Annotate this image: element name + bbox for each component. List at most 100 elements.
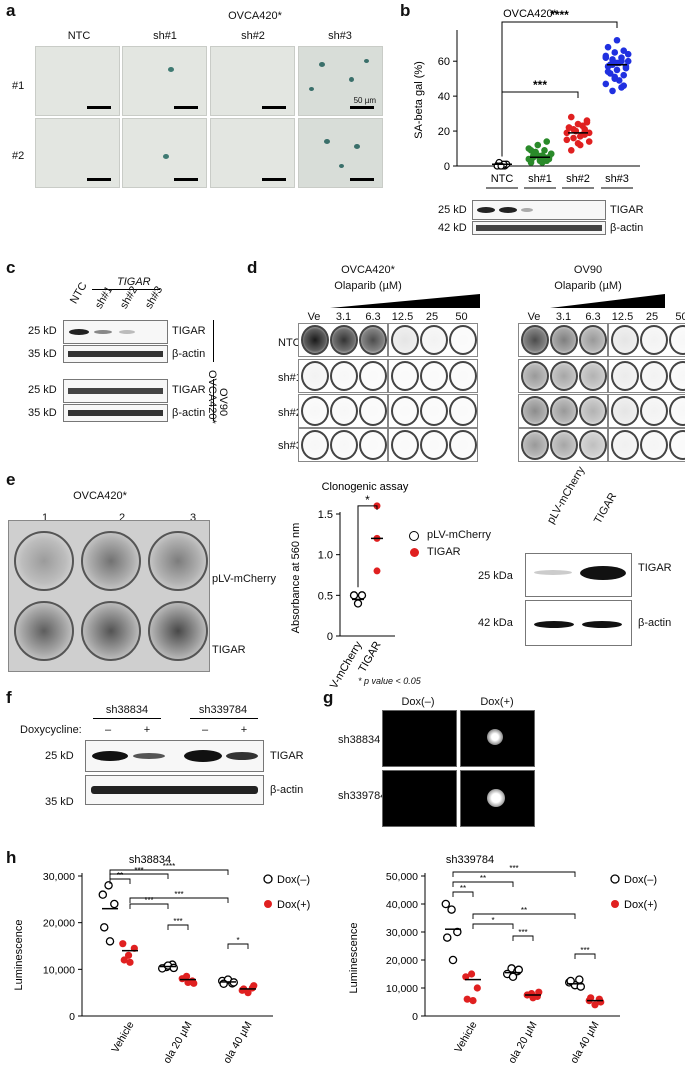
significance-bracket: [109, 873, 169, 879]
plate-row-tigar: TIGAR: [212, 644, 246, 656]
y-tick-label: 10,000: [43, 964, 75, 976]
panel-c-kd-4: 35 kD: [28, 407, 57, 419]
panel-e-protein-actin: β-actin: [638, 617, 672, 629]
panel-label-b: b: [400, 1, 411, 20]
data-point: [447, 905, 456, 914]
culture-well: [640, 396, 668, 426]
plate-col-1: 1: [41, 512, 49, 524]
blot-band: [184, 750, 222, 762]
legend-label: Dox(+): [624, 899, 657, 911]
dose-label: 6.3: [585, 311, 601, 323]
data-point: [442, 933, 452, 942]
legend-open-circle-icon: [610, 874, 620, 884]
scale-bar: [262, 106, 286, 109]
culture-well: [301, 430, 329, 460]
culture-well: [550, 396, 578, 426]
blot-band: [226, 752, 258, 760]
significance-bracket: [501, 21, 618, 157]
fluorescence-dox-minus-2: [382, 770, 457, 827]
culture-well: [611, 396, 639, 426]
panel-f-group-1: sh38834: [105, 704, 149, 716]
panel-e-kd-42: 42 kDa: [478, 617, 513, 629]
data-point: [508, 972, 518, 982]
fluorescence-dox-plus-1: [460, 710, 535, 767]
significance-stars: **: [521, 906, 527, 915]
scale-bar: [350, 106, 374, 109]
culture-well: [301, 361, 329, 391]
sign-3: –: [201, 724, 209, 736]
blot-band: [534, 621, 574, 628]
significance-stars: ***: [509, 864, 518, 873]
plate-col-3: 3: [189, 512, 197, 524]
culture-well: [449, 361, 477, 391]
panel-c-tigar-blot-1: [63, 320, 168, 344]
data-point: [563, 136, 571, 144]
panel-c-tigar-blot-2: [63, 379, 168, 403]
y-tick-label: 60: [438, 56, 450, 68]
panel-f-protein-tigar: TIGAR: [270, 750, 304, 762]
culture-well: [669, 325, 685, 355]
group-bracket: [93, 718, 161, 719]
dose-label: 12.5: [611, 311, 634, 323]
panel-c-protein-2: β-actin: [172, 348, 206, 360]
culture-well: [391, 396, 419, 426]
culture-well: [579, 361, 607, 391]
data-point: [126, 958, 134, 966]
culture-well: [359, 396, 387, 426]
data-point: [98, 890, 108, 899]
data-point: [190, 979, 198, 987]
panel-b-protein-tigar: TIGAR: [610, 204, 644, 216]
data-point: [353, 599, 363, 608]
x-tick-label: ola 40 µM: [568, 1020, 602, 1066]
plate-col-2: 2: [118, 512, 126, 524]
data-point: [622, 64, 630, 72]
well-strip: [518, 323, 608, 357]
legend-tigar-label: TIGAR: [427, 546, 461, 558]
scale-bar: [174, 106, 198, 109]
micrograph-sh1-1: [122, 46, 207, 116]
well-strip: [608, 359, 685, 393]
panel-f-actin-blot: [85, 775, 264, 805]
culture-well: [330, 396, 358, 426]
data-point: [591, 1001, 599, 1009]
blot-band: [580, 566, 626, 580]
micrograph-sh2-2: [210, 118, 295, 188]
data-point: [602, 54, 610, 62]
culture-well: [301, 396, 329, 426]
data-point: [349, 591, 359, 600]
culture-well: [611, 430, 639, 460]
significance-bracket: [452, 891, 474, 897]
y-tick-label: 1.5: [318, 509, 333, 521]
legend-filled-circle-icon: [611, 900, 619, 908]
panel-f-protein-actin: β-actin: [270, 784, 304, 796]
dose-label: 6.3: [365, 311, 381, 323]
stain-spot: [339, 164, 344, 168]
data-point: [543, 138, 551, 145]
plate-well: [81, 531, 141, 591]
y-tick-label: 0: [327, 631, 333, 643]
data-point: [184, 978, 192, 986]
well-strip: [388, 428, 478, 462]
y-tick-label: 20,000: [43, 918, 75, 930]
y-tick-label: 0: [444, 161, 450, 173]
legend-label: Dox(–): [624, 874, 657, 886]
plate-well: [14, 601, 74, 661]
data-point: [567, 146, 575, 154]
data-point: [169, 963, 179, 973]
well-strip: [388, 359, 478, 393]
panel-e-kd-25: 25 kDa: [478, 570, 513, 582]
scale-label: 50 µm: [353, 96, 376, 105]
y-tick-label: 20,000: [386, 955, 418, 967]
x-tick-label: ola 20 µM: [161, 1020, 195, 1066]
well-strip: [608, 323, 685, 357]
culture-well: [521, 430, 549, 460]
panel-h1-ylabel: Luminescence: [13, 920, 25, 991]
panel-f-treatment: Doxycycline:: [20, 724, 82, 736]
panel-b-tigar-blot: [472, 200, 606, 220]
panel-label-e: e: [6, 470, 16, 489]
legend-tigar: TIGAR: [410, 546, 461, 558]
blot-band: [582, 621, 622, 628]
x-tick-label: sh#3: [605, 173, 629, 185]
data-point: [606, 70, 614, 77]
